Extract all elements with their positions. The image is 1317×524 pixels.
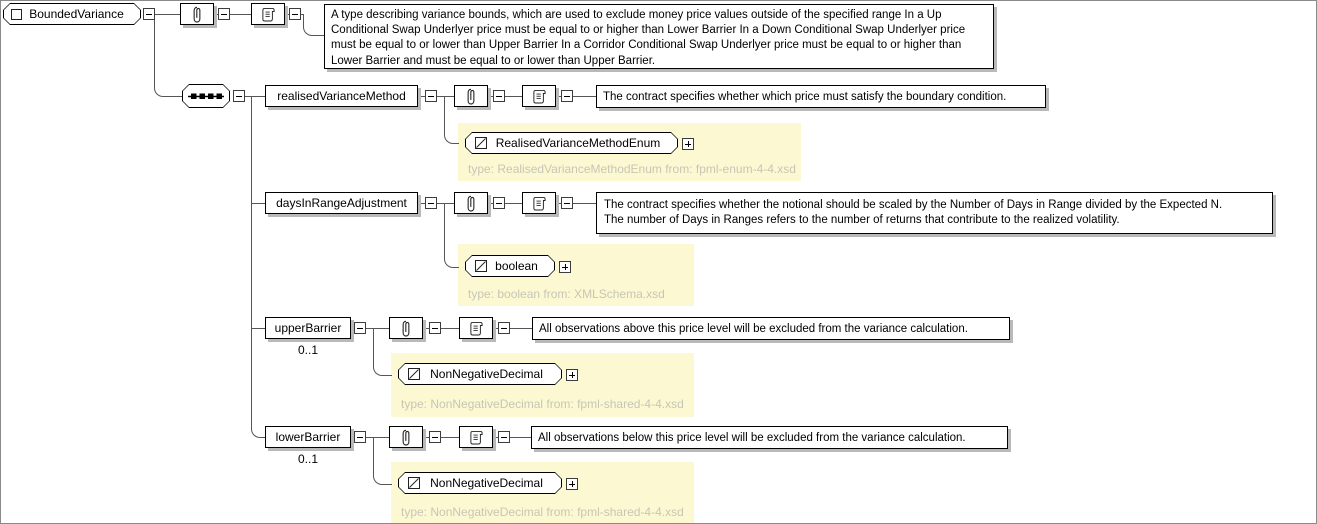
attributes-box[interactable]: [454, 192, 488, 214]
connector: [373, 328, 392, 376]
paperclip-icon: [402, 429, 410, 446]
type-info-text: type: NonNegativeDecimal from: fpml-shar…: [401, 505, 684, 519]
type-info-text: type: RealisedVarianceMethodEnum from: f…: [468, 162, 796, 176]
type-box-RealisedVarianceMethodEnum[interactable]: RealisedVarianceMethodEnum: [465, 132, 678, 154]
connector: [444, 203, 459, 268]
annotation-box-icon[interactable]: [459, 317, 493, 339]
type-label: NonNegativeDecimal: [430, 367, 543, 381]
type-box-NonNegativeDecimal[interactable]: NonNegativeDecimal: [398, 472, 562, 494]
connector: [245, 96, 266, 97]
connector: [251, 203, 266, 204]
connector: [418, 96, 596, 97]
root-element-box[interactable]: BoundedVariance: [3, 3, 141, 25]
cardinality-label: 0..1: [297, 452, 318, 466]
connector: [303, 14, 324, 36]
element-upperBarrier[interactable]: upperBarrier: [265, 317, 351, 339]
connector: [418, 203, 596, 204]
cardinality-label: 0..1: [297, 343, 318, 357]
expand-toggle[interactable]: [559, 261, 571, 273]
element-label: daysInRangeAdjustment: [276, 196, 407, 210]
annotation-text: The contract specifies whether which pri…: [596, 85, 1046, 108]
scroll-icon: [469, 321, 483, 335]
collapse-toggle[interactable]: [429, 431, 441, 443]
attributes-box[interactable]: [454, 85, 488, 107]
root-annotation-text: A type describing variance bounds, which…: [324, 4, 994, 69]
type-label: RealisedVarianceMethodEnum: [495, 136, 661, 150]
sequence-icon: [188, 92, 224, 101]
collapse-toggle[interactable]: [498, 322, 510, 334]
type-box-boolean[interactable]: boolean: [465, 255, 555, 277]
collapse-toggle[interactable]: [218, 8, 230, 20]
paperclip-icon: [402, 320, 410, 337]
type-info-text: type: boolean from: XMLSchema.xsd: [468, 287, 665, 301]
collapse-toggle[interactable]: [498, 431, 510, 443]
annotation-text: The contract specifies whether the notio…: [596, 192, 1273, 234]
expand-toggle[interactable]: [566, 478, 578, 490]
annotation-box-icon[interactable]: [522, 85, 556, 107]
attributes-box[interactable]: [389, 317, 423, 339]
scroll-icon: [261, 7, 275, 21]
scroll-icon: [469, 430, 483, 444]
collapse-toggle[interactable]: [425, 197, 437, 209]
connector: [373, 437, 392, 485]
annotation-box-icon[interactable]: [522, 192, 556, 214]
attributes-box[interactable]: [180, 3, 214, 25]
scroll-icon: [532, 89, 546, 103]
connector: [154, 14, 182, 97]
type-icon: [474, 136, 488, 150]
annotation-box-icon[interactable]: [459, 426, 493, 448]
type-icon: [407, 476, 421, 490]
collapse-toggle[interactable]: [425, 90, 437, 102]
paperclip-icon: [193, 6, 201, 23]
collapse-toggle[interactable]: [561, 197, 573, 209]
collapse-toggle[interactable]: [354, 431, 366, 443]
connector: [444, 96, 459, 144]
collapse-toggle[interactable]: [429, 322, 441, 334]
connector: [251, 328, 266, 329]
annotation-text: All observations above this price level …: [532, 317, 1010, 340]
type-icon: [474, 259, 488, 273]
annotation-box-icon[interactable]: [251, 3, 285, 25]
expand-toggle[interactable]: [682, 138, 694, 150]
paperclip-icon: [467, 88, 475, 105]
type-label: boolean: [495, 259, 538, 273]
element-daysInRangeAdjustment[interactable]: daysInRangeAdjustment: [265, 192, 418, 214]
expand-toggle[interactable]: [566, 369, 578, 381]
attributes-box[interactable]: [389, 426, 423, 448]
element-lowerBarrier[interactable]: lowerBarrier: [265, 426, 351, 448]
annotation-text: All observations below this price level …: [531, 426, 1008, 449]
element-label: lowerBarrier: [275, 430, 341, 444]
element-label: upperBarrier: [274, 321, 342, 335]
connector: [251, 96, 266, 438]
scroll-icon: [532, 196, 546, 210]
root-element-label: BoundedVariance: [29, 7, 124, 21]
paperclip-icon: [467, 195, 475, 212]
collapse-toggle[interactable]: [354, 322, 366, 334]
sequence-compositor[interactable]: [182, 84, 230, 108]
connector: [351, 328, 532, 329]
type-label: NonNegativeDecimal: [430, 476, 543, 490]
collapse-toggle[interactable]: [493, 90, 505, 102]
connector: [351, 437, 531, 438]
type-icon: [407, 367, 421, 381]
collapse-toggle[interactable]: [493, 197, 505, 209]
type-box-NonNegativeDecimal[interactable]: NonNegativeDecimal: [398, 363, 562, 385]
collapse-toggle[interactable]: [289, 8, 301, 20]
element-icon: [11, 9, 22, 20]
collapse-toggle[interactable]: [233, 90, 245, 102]
collapse-toggle[interactable]: [143, 8, 155, 20]
type-info-text: type: NonNegativeDecimal from: fpml-shar…: [401, 397, 684, 411]
collapse-toggle[interactable]: [561, 90, 573, 102]
element-label: realisedVarianceMethod: [277, 89, 406, 103]
element-realisedVarianceMethod[interactable]: realisedVarianceMethod: [265, 85, 418, 107]
